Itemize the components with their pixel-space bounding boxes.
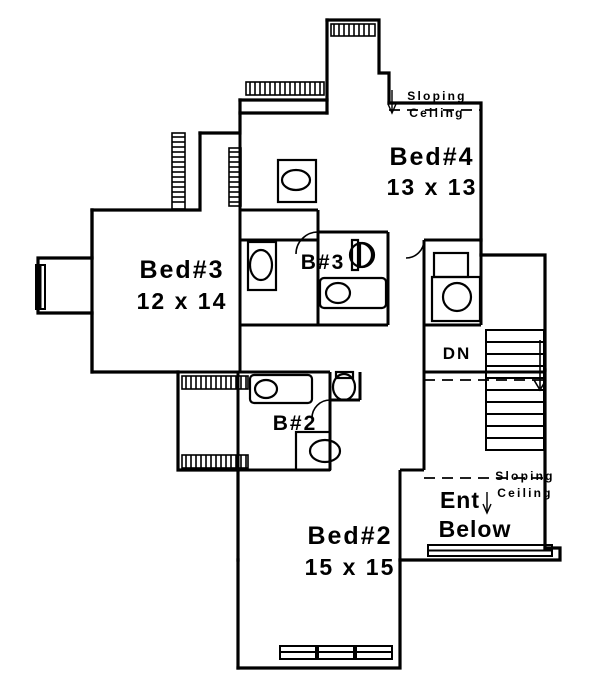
closet-hatch-top bbox=[245, 81, 325, 96]
closet-hatch-bath2-bottom bbox=[181, 454, 249, 469]
closet-hatch-upper-left bbox=[171, 132, 186, 210]
room-label-bath2: B#2 bbox=[272, 412, 318, 435]
door-swing-group bbox=[295, 231, 425, 419]
room-label-bed3-dimensions: 12 x 14 bbox=[136, 288, 228, 314]
staircase bbox=[485, 329, 547, 451]
annotation-sloping-ceiling-bottom-line2: Ceiling bbox=[497, 486, 553, 500]
room-label-bed2-dimensions: 15 x 15 bbox=[304, 554, 396, 580]
annotation-sloping-ceiling-bottom-line1: Sloping bbox=[495, 469, 555, 483]
annotation-stair-direction: DN bbox=[442, 344, 472, 363]
room-label-bed2-name: Bed#2 bbox=[307, 522, 393, 550]
window-group bbox=[35, 264, 553, 660]
room-label-bed4-name: Bed#4 bbox=[389, 143, 475, 171]
closet-hatch-bath2-top bbox=[181, 375, 249, 390]
interior-wall-group bbox=[178, 113, 545, 560]
sloping-ceiling-dashed-lines bbox=[389, 109, 545, 479]
chimney-hatch bbox=[330, 23, 376, 37]
annotation-sloping-ceiling-top-line2: Ceiling bbox=[409, 106, 465, 120]
annotation-entry-below-line1: Ent bbox=[439, 487, 481, 513]
room-label-bed4-dimensions: 13 x 13 bbox=[386, 174, 478, 200]
annotation-entry-below-line2: Below bbox=[438, 516, 512, 542]
ceiling-slope-arrows bbox=[387, 90, 492, 515]
annotation-sloping-ceiling-top-line1: Sloping bbox=[407, 89, 467, 103]
fixture-group bbox=[246, 158, 482, 472]
room-label-bath3: B#3 bbox=[300, 251, 346, 274]
room-label-bed3-name: Bed#3 bbox=[139, 256, 225, 284]
closet-hatch-bed4 bbox=[228, 147, 242, 207]
